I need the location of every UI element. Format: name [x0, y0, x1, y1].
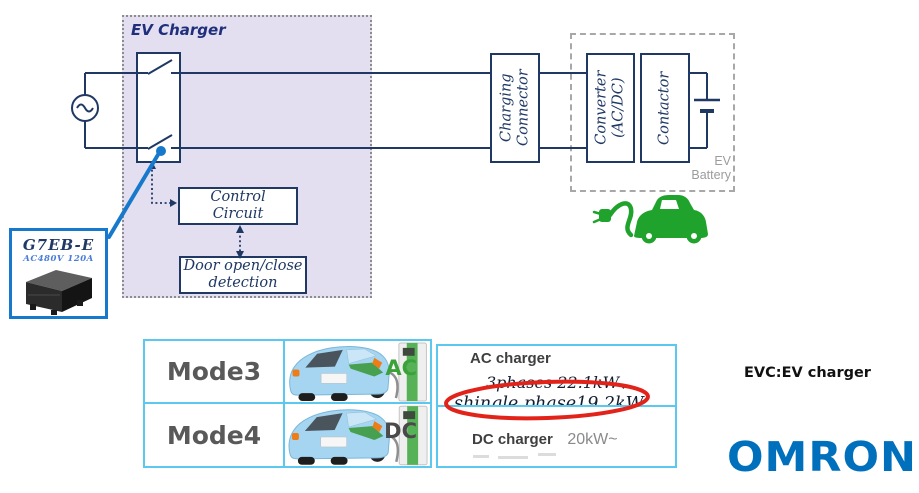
converter-line1: Converter — [593, 70, 610, 146]
relay-product-image — [25, 270, 92, 315]
mode3-label: Mode3 — [166, 357, 262, 386]
ac-charger-title: AC charger — [470, 350, 551, 367]
converter-box: Converter (AC/DC) — [586, 53, 635, 163]
ev-battery-label-line1: EV — [714, 154, 731, 168]
evc-abbreviation-note: EVC:EV charger — [744, 365, 871, 381]
converter-label: Converter (AC/DC) — [594, 71, 627, 145]
ev-car-dc-illustration — [288, 405, 428, 466]
ev-plugin-icon — [592, 195, 708, 244]
contactor-label: Contactor — [657, 71, 674, 144]
contactor-box: Contactor — [640, 53, 690, 163]
ev-charger-title: EV Charger — [131, 21, 226, 39]
plug-type-label-ac: AC — [385, 356, 417, 380]
converter-line2: (AC/DC) — [610, 77, 627, 139]
table-cell-mode3: Mode3 — [143, 339, 285, 404]
ev-battery-label-line2: Battery — [691, 167, 731, 182]
ac-charger-detail-3phase: 3phases 22.1kW、 — [486, 373, 636, 392]
mode4-label: Mode4 — [166, 420, 262, 450]
dc-charger-spec-line: DC charger 20kW~ — [472, 431, 675, 449]
charging-connector-line1: Charging — [498, 73, 515, 143]
relay-rating-label: AC480V 120A — [23, 254, 94, 264]
control-circuit-label-line1: Control — [210, 189, 266, 206]
table-cell-dc-spec: DC charger 20kW~ — [436, 405, 677, 468]
relay-model-label: G7EB-E — [22, 236, 95, 254]
table-cell-car-ac: AC — [283, 339, 432, 404]
relay-callout-box: G7EB-E AC480V 120A — [9, 228, 108, 319]
door-detection-box: Door open/close detection — [179, 256, 307, 294]
contactor-line1: Contactor — [656, 71, 673, 145]
door-detection-label-line2: detection — [208, 275, 278, 291]
control-circuit-box: Control Circuit — [178, 187, 298, 225]
ev-battery-region — [570, 33, 735, 192]
table-cell-car-dc: DC — [283, 402, 432, 468]
door-detection-label-line1: Door open/close — [183, 258, 303, 275]
charging-connector-box: Charging Connector — [490, 53, 540, 163]
ev-car-ac-illustration — [289, 342, 427, 402]
ev-battery-label: EV Battery — [653, 154, 731, 183]
ac-source-icon — [71, 94, 99, 122]
table-cell-mode4: Mode4 — [143, 402, 285, 468]
charging-connector-label: Charging Connector — [498, 70, 531, 147]
dc-charger-title: DC charger — [472, 431, 553, 448]
dc-charger-detail: 20kW~ — [567, 431, 618, 448]
table-cell-ac-spec: AC charger 3phases 22.1kW、 shingle phase… — [436, 344, 677, 414]
omron-logo: OMRON — [727, 434, 917, 482]
charging-connector-line2: Connector — [515, 69, 532, 147]
control-circuit-label-line2: Circuit — [212, 206, 264, 222]
plug-type-label-dc: DC — [384, 419, 417, 443]
